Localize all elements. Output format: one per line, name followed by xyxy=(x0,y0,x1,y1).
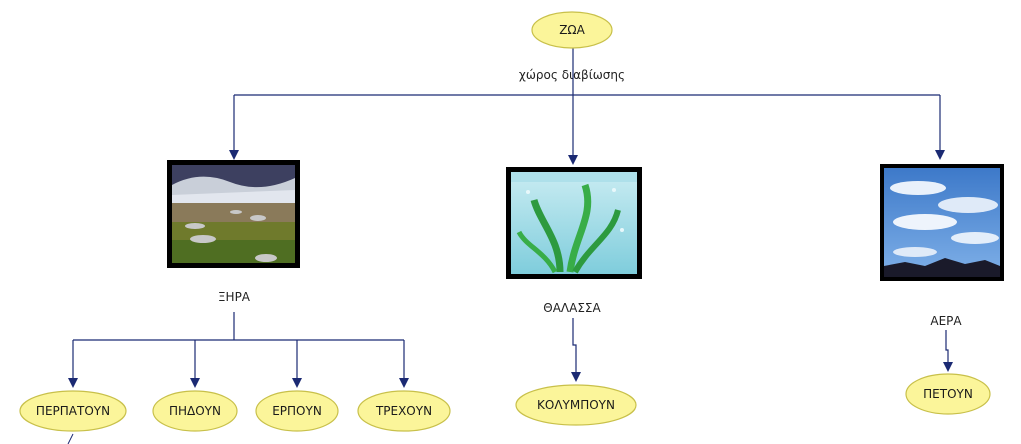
root-label: ΖΩΑ xyxy=(559,23,585,37)
habitat-label-land: ΞΗΡΑ xyxy=(218,290,251,304)
svg-text:ΚΟΛΥΜΠΟΥΝ: ΚΟΛΥΜΠΟΥΝ xyxy=(537,398,615,412)
action-node-run[interactable]: ΤΡΕΧΟΥΝ xyxy=(357,390,451,432)
svg-text:ΕΡΠΟΥΝ: ΕΡΠΟΥΝ xyxy=(272,404,322,418)
stray-mark xyxy=(67,433,74,444)
svg-text:ΠΕΤΟΥΝ: ΠΕΤΟΥΝ xyxy=(923,387,973,401)
connector-lines xyxy=(68,48,953,388)
action-node-swim[interactable]: ΚΟΛΥΜΠΟΥΝ xyxy=(515,384,637,426)
relation-label: χώρος διαβίωσης xyxy=(519,68,625,82)
svg-text:ΤΡΕΧΟΥΝ: ΤΡΕΧΟΥΝ xyxy=(375,404,432,418)
sea-seaweed-image xyxy=(506,167,642,279)
root-node[interactable]: ΖΩΑ xyxy=(531,11,613,49)
svg-text:ΠΗΔΟΥΝ: ΠΗΔΟΥΝ xyxy=(169,404,221,418)
action-node-walk[interactable]: ΠΕΡΠΑΤΟΥΝ xyxy=(19,390,127,432)
habitat-label-sea: ΘΑΛΑΣΣΑ xyxy=(543,301,601,315)
habitat-label-air: ΑΕΡΑ xyxy=(930,314,962,328)
action-node-fly[interactable]: ΠΕΤΟΥΝ xyxy=(905,373,991,415)
land-landscape-image xyxy=(167,160,300,268)
action-node-crawl[interactable]: ΕΡΠΟΥΝ xyxy=(255,390,339,432)
sky-clouds-image xyxy=(880,164,1004,281)
svg-text:ΠΕΡΠΑΤΟΥΝ: ΠΕΡΠΑΤΟΥΝ xyxy=(36,404,110,418)
action-node-jump[interactable]: ΠΗΔΟΥΝ xyxy=(152,390,238,432)
